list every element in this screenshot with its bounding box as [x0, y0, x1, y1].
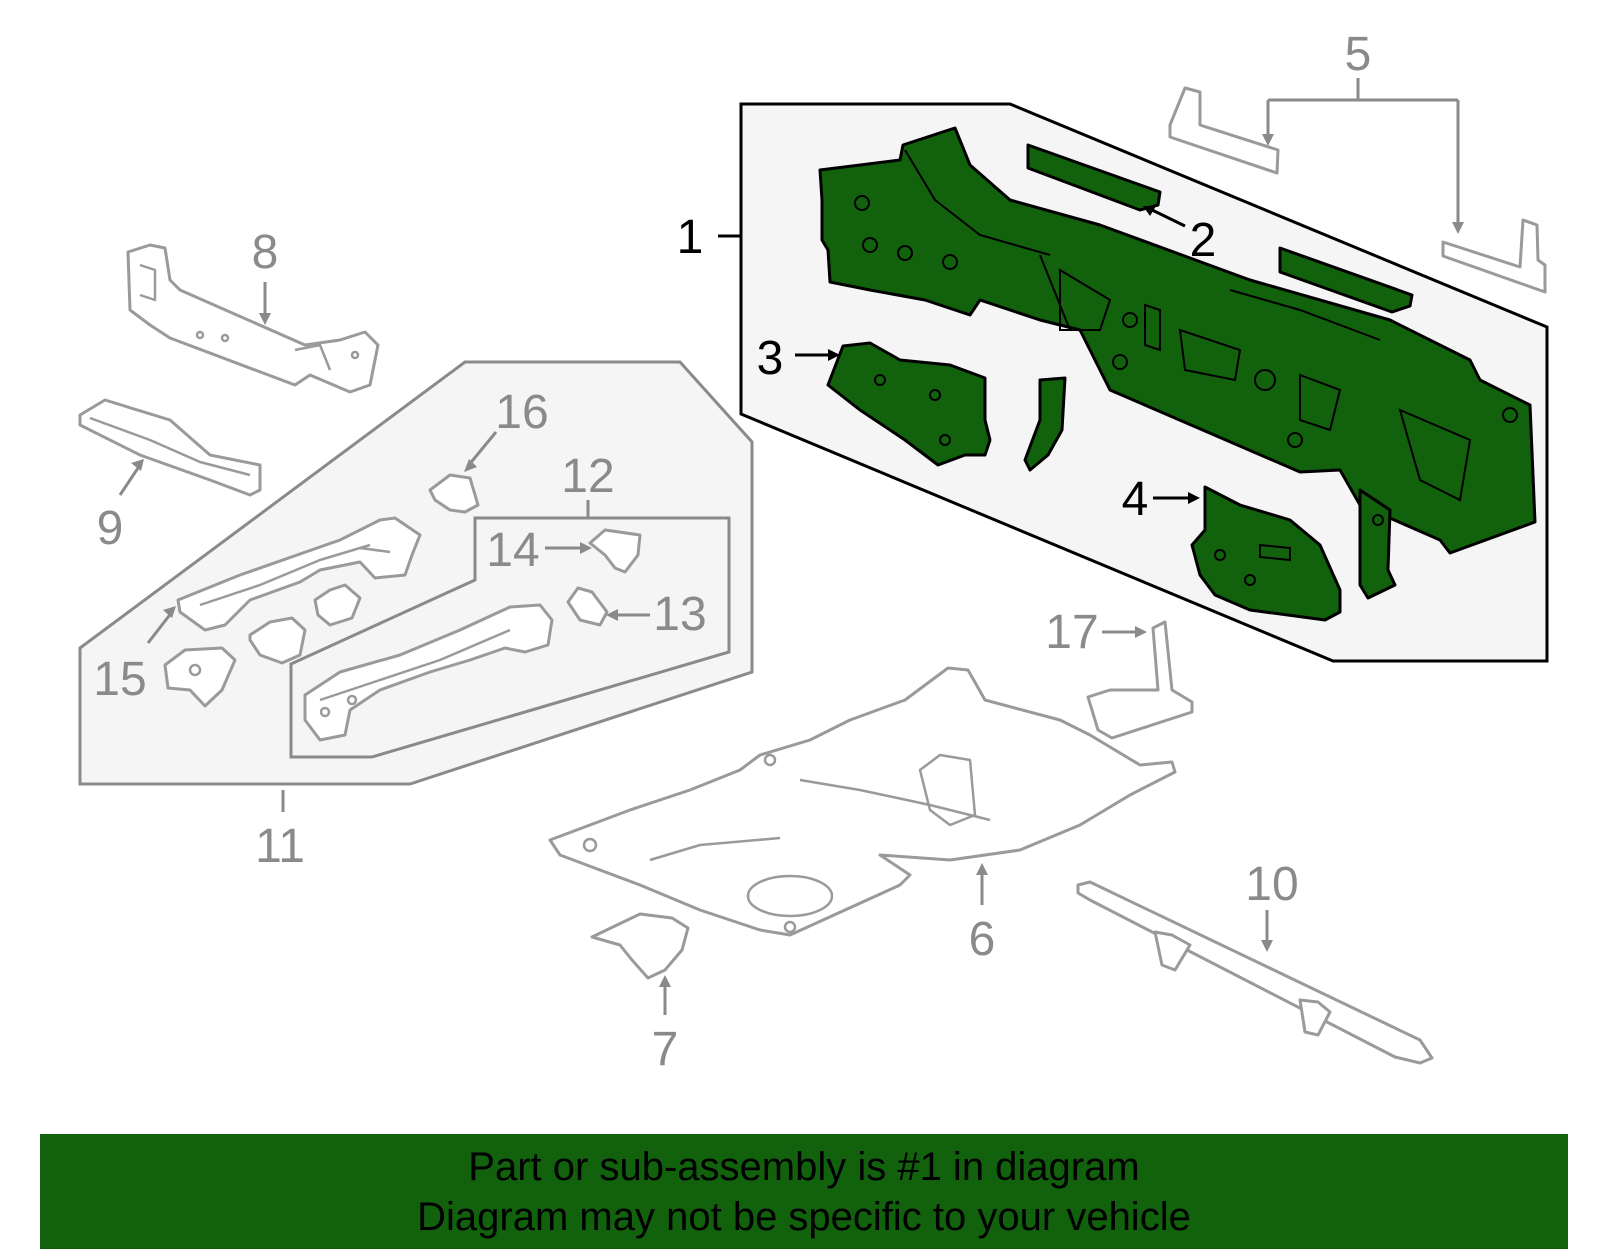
arrow-4 [1188, 492, 1200, 504]
bracket-5-part[interactable] [1168, 86, 1547, 294]
dash-panel-part[interactable] [818, 126, 1537, 555]
callout-16: 16 [495, 386, 548, 439]
banner-line-2: Diagram may not be specific to your vehi… [417, 1194, 1191, 1239]
callout-7: 7 [652, 1023, 679, 1076]
arrow-17 [1135, 626, 1147, 638]
reinforcement-bar-part[interactable] [1026, 143, 1414, 314]
arrow-9 [131, 459, 144, 471]
bracket-13-part[interactable] [566, 586, 609, 627]
arrow-14 [580, 542, 592, 554]
callout-12: 12 [561, 450, 614, 503]
bracket-16-part[interactable] [428, 473, 480, 514]
arrow-3 [828, 349, 840, 361]
arrow-6 [976, 863, 988, 875]
callout-8: 8 [252, 226, 279, 279]
callout-17: 17 [1045, 606, 1098, 659]
vertical-stay[interactable] [1358, 488, 1397, 600]
callout-14: 14 [486, 524, 539, 577]
stay-bracket[interactable] [1023, 376, 1067, 472]
arrow-16 [464, 459, 477, 472]
arrow-2 [1143, 206, 1156, 216]
bar-10-part[interactable] [1076, 880, 1434, 1065]
bracket-7-part[interactable] [590, 912, 690, 980]
callout-4: 4 [1122, 473, 1149, 526]
callout-1: 1 [677, 211, 704, 264]
callout-15: 15 [93, 653, 146, 706]
callout-11: 11 [255, 820, 305, 873]
arrow-5b [1452, 222, 1464, 234]
floor-pan-6-part[interactable] [548, 666, 1177, 937]
side-panel-4[interactable] [1190, 485, 1342, 622]
apron-15-part[interactable] [176, 516, 422, 632]
arrow-13 [606, 609, 618, 621]
banner-line-1: Part or sub-assembly is #1 in diagram [468, 1144, 1140, 1189]
callout-9: 9 [97, 502, 124, 555]
frame-rail-12-part[interactable] [303, 603, 554, 742]
arrow-8 [259, 313, 271, 325]
mount-15b[interactable] [248, 616, 307, 665]
rail-9-part[interactable] [78, 398, 262, 497]
callout-13: 13 [653, 588, 706, 641]
bracket-14-part[interactable] [588, 528, 642, 574]
arrow-5a [1262, 134, 1274, 146]
leader-5 [1266, 78, 1460, 228]
mount-15c[interactable] [313, 583, 362, 627]
brace-17-part[interactable] [1086, 620, 1194, 740]
leader-2 [1147, 206, 1186, 228]
callout-2: 2 [1190, 214, 1217, 267]
arrow-15 [163, 606, 176, 618]
arrow-7 [659, 975, 671, 987]
arrow-10 [1261, 940, 1273, 952]
crossmember-8-part[interactable] [126, 243, 380, 394]
callout-3: 3 [757, 332, 784, 385]
mount-15a[interactable] [163, 646, 237, 708]
side-bracket-3[interactable] [826, 341, 992, 467]
leader-9 [118, 464, 142, 496]
info-banner: Part or sub-assembly is #1 in diagram Di… [40, 1134, 1568, 1249]
callout-5: 5 [1345, 28, 1372, 81]
callout-6: 6 [969, 913, 996, 966]
leader-15 [146, 611, 174, 644]
callout-10: 10 [1245, 858, 1298, 911]
leader-16 [466, 431, 498, 467]
